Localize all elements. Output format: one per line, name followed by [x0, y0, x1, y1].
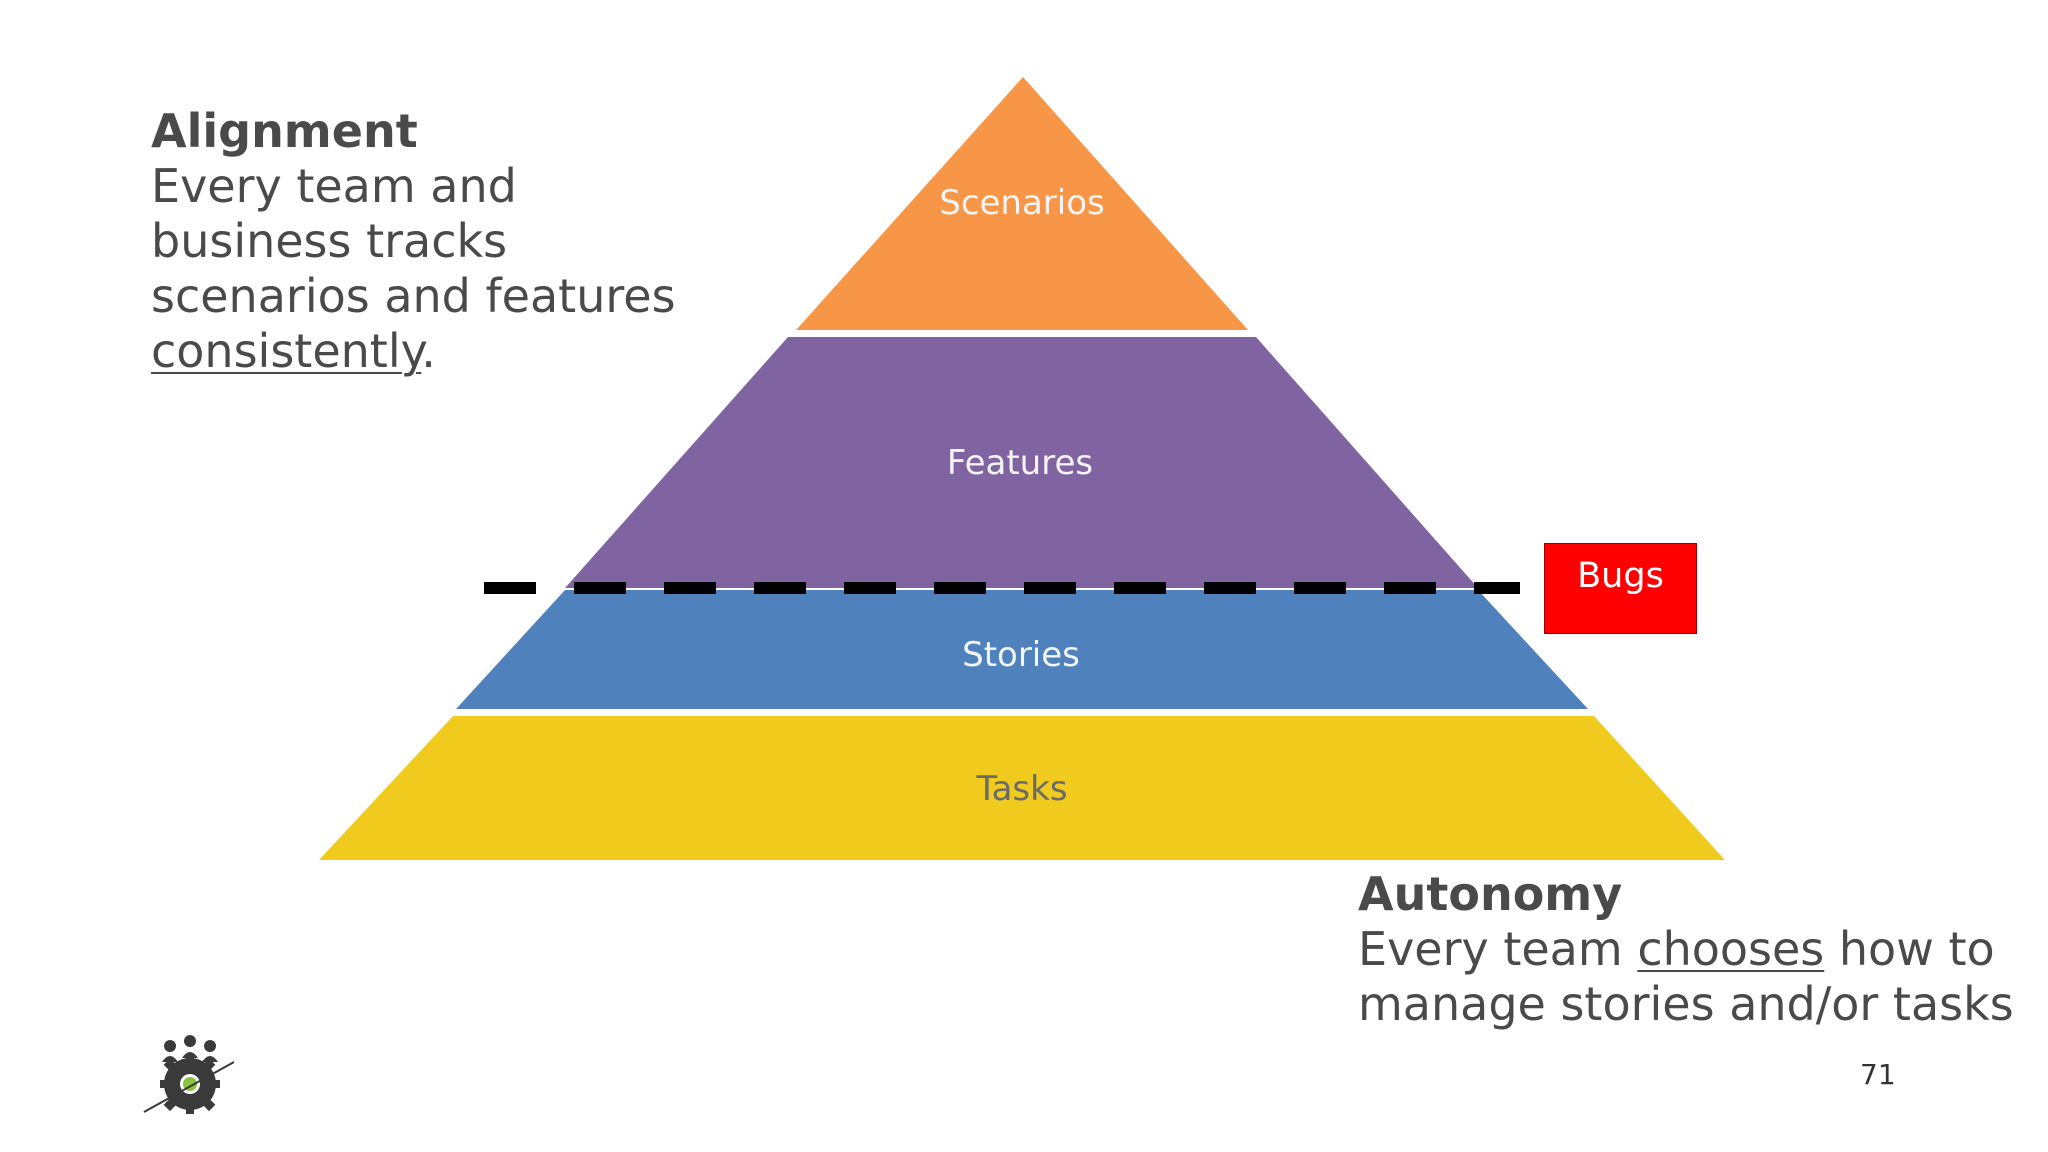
alignment-text-block: Alignment Every team and business tracks…	[151, 104, 711, 379]
bugs-box: Bugs	[1544, 543, 1697, 634]
alignment-underlined-word: consistently	[151, 324, 422, 378]
pyramid-layer-scenarios	[796, 77, 1248, 330]
pyramid-layer-features	[565, 337, 1478, 588]
autonomy-line-2: manage stories and/or tasks	[1358, 977, 2014, 1031]
alignment-line-4: consistently.	[151, 324, 711, 379]
autonomy-text-block: Autonomy Every team chooses how to manag…	[1358, 867, 2038, 1032]
page-number: 71	[1860, 1058, 1896, 1091]
alignment-trailing: .	[421, 324, 436, 378]
autonomy-underlined-word: chooses	[1637, 922, 1825, 976]
autonomy-line-1-suffix: how to	[1824, 922, 1995, 976]
features-label: Features	[947, 443, 1093, 483]
pyramid-layer-stories	[456, 590, 1588, 709]
alignment-line-2: business tracks	[151, 214, 508, 268]
pyramid-layer-tasks	[319, 716, 1725, 860]
stories-label: Stories	[962, 635, 1080, 675]
scenarios-label: Scenarios	[939, 183, 1105, 223]
autonomy-line-1: Every team chooses how to	[1358, 922, 2038, 977]
gear-people-logo-icon	[143, 1035, 235, 1114]
alignment-line-3: scenarios and features	[151, 269, 676, 323]
alignment-line-1: Every team and	[151, 159, 517, 213]
autonomy-line-1-prefix: Every team	[1358, 922, 1638, 976]
autonomy-heading: Autonomy	[1358, 867, 1623, 921]
bugs-label: Bugs	[1577, 556, 1664, 596]
alignment-heading: Alignment	[151, 104, 418, 158]
tasks-label: Tasks	[975, 769, 1067, 809]
